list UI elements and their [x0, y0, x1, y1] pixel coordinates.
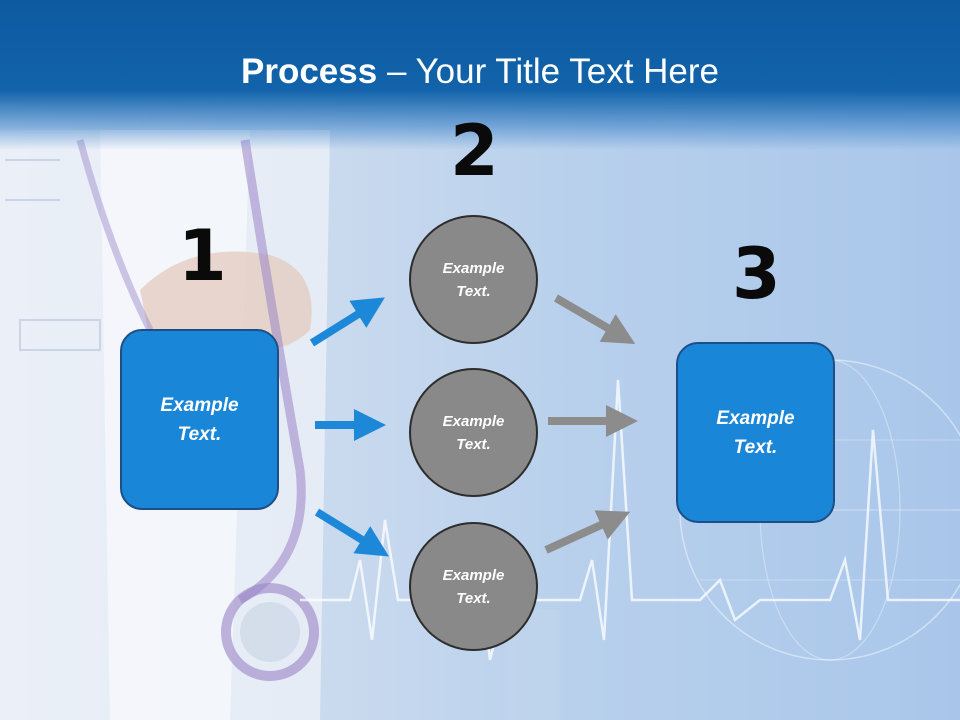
step-2-circle-middle-text: Example Text.: [442, 412, 505, 453]
step-3-text: Example Text.: [716, 407, 795, 458]
step-1-box[interactable]: Example Text.: [120, 329, 279, 510]
step-2-circle-bottom[interactable]: Example Text.: [409, 522, 538, 651]
step-2-circle-bottom-text: Example Text.: [442, 566, 505, 607]
step-2-circle-top[interactable]: Example Text.: [409, 215, 538, 344]
arrow-2c-to-3: [544, 510, 631, 554]
step-number-2: 2: [450, 110, 499, 192]
arrow-2a-to-3: [553, 294, 636, 345]
step-2-circle-top-text: Example Text.: [442, 259, 505, 300]
step-number-3: 3: [732, 233, 781, 315]
arrow-1-to-2a: [309, 297, 385, 347]
title-rest: – Your Title Text Here: [377, 52, 719, 91]
arrow-1-to-2c: [314, 508, 390, 557]
step-2-circle-middle[interactable]: Example Text.: [409, 368, 538, 497]
step-number-1: 1: [178, 215, 227, 297]
title-bold: Process: [241, 52, 378, 91]
title-banner: [0, 0, 960, 150]
page-title: Process – Your Title Text Here: [0, 52, 960, 92]
step-1-text: Example Text.: [160, 394, 239, 445]
step-3-box[interactable]: Example Text.: [676, 342, 835, 523]
